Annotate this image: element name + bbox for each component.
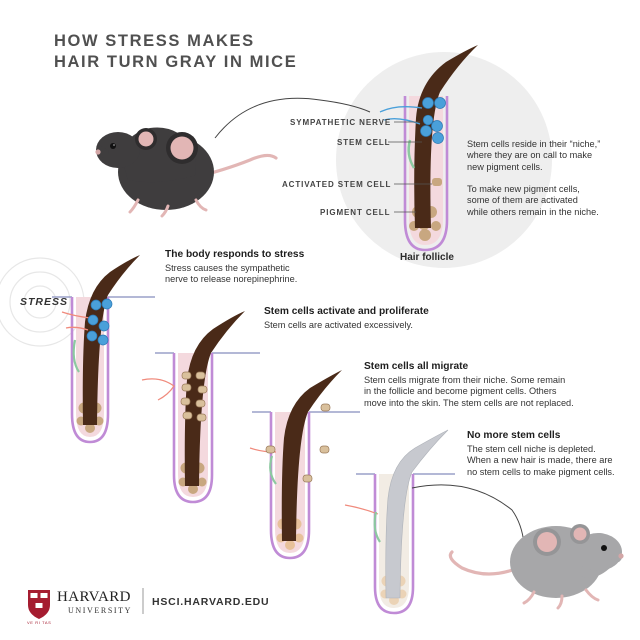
harvard-wordmark: HARVARD (57, 589, 131, 605)
step-1-title: The body responds to stress (165, 249, 305, 260)
callout-line (214, 97, 371, 139)
stress-label: STRESS (20, 296, 69, 308)
follicle-migrate (249, 370, 360, 560)
intro-paragraph-1: Stem cells reside in their “niche,”where… (467, 139, 601, 172)
follicle-background-circle (336, 52, 552, 268)
harvard-shield-icon (28, 590, 50, 619)
intro-paragraph-2: To make new pigment cells,some of them a… (467, 184, 599, 217)
step-2-text: Stem cells are activated excessively. (264, 320, 413, 330)
title-line-2: HAIR TURN GRAY IN MICE (54, 53, 298, 71)
shield-motto: VE RI TAS (27, 620, 52, 625)
follicle-stress (52, 255, 155, 444)
step-1: The body responds to stress Stress cause… (165, 249, 304, 286)
step-3: Stem cells all migrate Stem cells migrat… (364, 361, 574, 409)
label-activated-stem-cell: ACTIVATED STEM CELL (282, 180, 392, 189)
mouse-gray (448, 524, 624, 610)
step-3-title: Stem cells all migrate (364, 361, 469, 372)
label-pigment-cell: PIGMENT CELL (320, 208, 391, 217)
follicle-activate (141, 311, 260, 504)
step-4-title: No more stem cells (467, 430, 561, 441)
step-4: No more stem cells The stem cell niche i… (467, 430, 615, 478)
label-stem-cell: STEM CELL (337, 138, 391, 147)
title-line-1: HOW STRESS MAKES (54, 32, 255, 50)
website-url[interactable]: HSCI.HARVARD.EDU (152, 596, 270, 608)
label-sympathetic-nerve: SYMPATHETIC NERVE (290, 118, 392, 127)
mouse-dark (95, 127, 278, 218)
university-wordmark: UNIVERSITY (68, 606, 132, 615)
step-2-title: Stem cells activate and proliferate (264, 306, 429, 317)
follicle-depleted (344, 429, 525, 615)
follicle-normal (379, 45, 478, 252)
label-hair-follicle: Hair follicle (400, 252, 454, 263)
step-4-text: The stem cell niche is depleted.When a n… (467, 444, 615, 477)
step-3-text: Stem cells migrate from their niche. Som… (364, 375, 574, 408)
step-2: Stem cells activate and proliferate Stem… (264, 306, 429, 331)
